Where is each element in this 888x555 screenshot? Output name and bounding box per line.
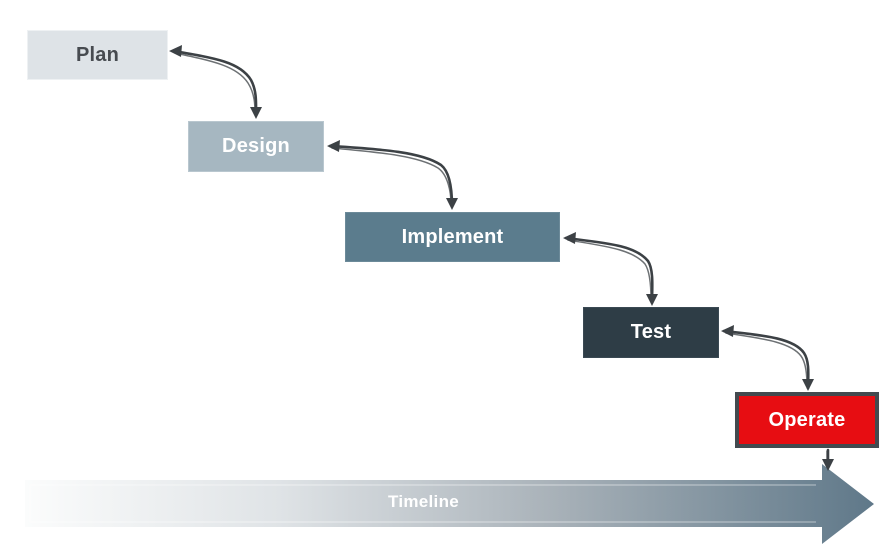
arrowhead-into-timeline: [822, 459, 834, 471]
phase-label-test: Test: [630, 321, 672, 343]
phase-label-operate: Operate: [768, 408, 846, 431]
arrow-test-to-operate: [721, 325, 814, 391]
timeline-arrow: [25, 464, 874, 544]
phase-box-implement: Implement: [345, 212, 560, 262]
arrowhead-into-test: [646, 294, 658, 306]
phase-box-test: Test: [583, 307, 719, 358]
phase-label-design: Design: [222, 135, 290, 157]
arrow-design-to-implement: [327, 140, 458, 210]
arrowhead-back-plan: [169, 45, 182, 57]
arrowhead-into-implement: [446, 198, 458, 210]
phase-label-implement: Implement: [401, 225, 504, 248]
arrow-plan-to-design: [169, 45, 262, 119]
phase-box-design: Design: [188, 121, 324, 172]
phase-box-operate: Operate: [735, 392, 879, 448]
arrowhead-back-implement: [563, 232, 576, 244]
arrowhead-into-design: [250, 107, 262, 119]
arrow-implement-to-test: [563, 232, 658, 306]
arrow-operate-to-timeline: [822, 448, 834, 471]
timeline-label: Timeline: [387, 492, 460, 511]
phase-label-plan: Plan: [75, 43, 120, 66]
arrowhead-back-test: [721, 325, 734, 337]
arrowhead-into-operate: [802, 379, 814, 391]
phase-box-plan: Plan: [27, 30, 168, 80]
arrowhead-back-design: [327, 140, 340, 152]
